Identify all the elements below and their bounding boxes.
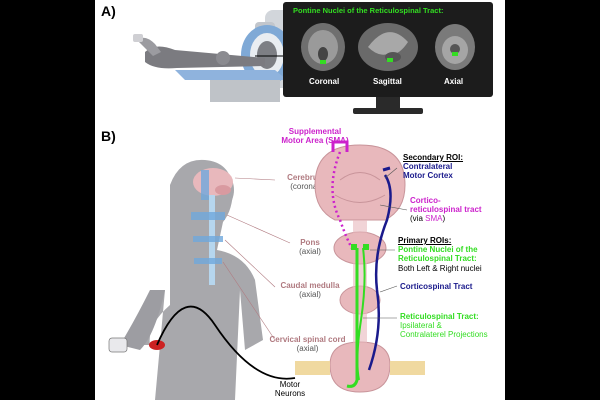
pontine-nucleus-right <box>363 244 369 250</box>
hand-grip-device <box>133 34 143 42</box>
label-cervical-spinal-cord: Cervical spinal cord (axial) <box>265 335 350 353</box>
brain-coronal-slice <box>314 144 406 221</box>
sma-label-line1: Supplemental <box>288 127 342 136</box>
label-pons-plane: (axial) <box>299 247 321 257</box>
slice-plane-pons <box>191 212 225 220</box>
label-pons: Pons (axial) <box>290 238 330 256</box>
secondary-roi-line1: Contralateral <box>403 162 453 172</box>
patient-head <box>216 51 230 65</box>
label-cervical-plane: (axial) <box>296 344 319 354</box>
view-label-sagittal: Sagittal <box>373 77 402 86</box>
reticulospinal-sub2: Contralaterel Projections <box>400 330 488 340</box>
cortico-reticulospinal-path <box>331 151 355 251</box>
scanner-table <box>175 70 287 80</box>
label-motor-neurons-line2: Neurons <box>274 389 306 399</box>
cortico-reticulospinal-line2: reticulospinal tract <box>410 205 482 215</box>
hand-dynamometer <box>108 337 128 353</box>
label-motor-neurons-line1: Motor <box>279 380 301 389</box>
label-cervical-name: Cervical spinal cord <box>269 335 346 344</box>
label-motor-neurons: Motor Neurons <box>270 380 310 398</box>
cortico-reticulospinal-line1: Cortico- <box>410 196 441 205</box>
sma-label-line2: Motor Area (SMA) <box>281 136 349 146</box>
sma-marker <box>331 140 349 152</box>
scanner-table-base <box>210 80 280 102</box>
monitor-frame <box>283 2 493 114</box>
cortico-reticulospinal-label: Cortico- reticulospinal tract (via SMA) <box>410 196 482 224</box>
monitor-neck <box>376 97 400 109</box>
secondary-roi-line2: Motor Cortex <box>403 171 453 181</box>
secondary-roi-label: Secondary ROI: Contralateral Motor Corte… <box>403 153 463 181</box>
label-cerebrum-plane: (coronal) <box>290 182 322 192</box>
label-caudal-medulla-name: Caudal medulla <box>280 281 340 290</box>
monitor-title: Pontine Nuclei of the Reticulospinal Tra… <box>293 6 444 15</box>
panel-b-letter: B) <box>101 128 116 144</box>
monitor-stand <box>353 108 423 114</box>
reticulospinal-path <box>346 248 359 388</box>
electrode-cable <box>156 305 296 380</box>
label-caudal-medulla-plane: (axial) <box>299 290 321 300</box>
cortico-reticulospinal-via: (via SMA) <box>410 214 482 223</box>
view-label-axial: Axial <box>444 77 464 86</box>
via-sma: SMA <box>425 214 443 224</box>
reticulospinal-heading: Reticulospinal Tract: <box>400 312 479 321</box>
patient-body <box>145 46 265 69</box>
primary-roi-note: Both Left & Right nuclei <box>398 263 482 273</box>
label-caudal-medulla: Caudal medulla (axial) <box>275 281 345 299</box>
human-figure <box>108 159 296 400</box>
slice-plane-cervical <box>194 258 222 264</box>
arm <box>120 290 165 350</box>
body-silhouette <box>135 159 263 400</box>
via-suffix: ) <box>442 214 446 224</box>
primary-roi-heading: Primary ROIs: <box>398 236 452 245</box>
reticulospinal-label: Reticulospinal Tract: Ipsilateral & Cont… <box>400 312 488 340</box>
panel-a-letter: A) <box>101 3 116 19</box>
reticulospinal-sub1: Ipsilateral & <box>400 321 442 331</box>
pontine-nucleus-left <box>351 244 357 250</box>
slice-plane-medulla <box>193 236 223 242</box>
label-cerebrum: Cerebrum (coronal) <box>276 173 336 191</box>
label-pons-name: Pons <box>300 238 320 247</box>
corticospinal-path <box>367 174 392 371</box>
via-prefix: (via <box>410 214 426 224</box>
slice-plane-coronal <box>201 170 209 200</box>
patient-arm <box>137 37 161 56</box>
primary-roi-line2: Reticulospinal Tract: <box>398 254 477 264</box>
view-label-coronal: Coronal <box>309 77 340 86</box>
secondary-roi-heading: Secondary ROI: <box>403 153 464 162</box>
primary-roi-label: Primary ROIs: Pontine Nuclei of the Reti… <box>398 236 482 273</box>
label-cerebrum-name: Cerebrum <box>287 173 325 182</box>
figure-panel: A) <box>95 0 505 400</box>
primary-roi-line1: Pontine Nuclei of the <box>398 245 478 255</box>
tract-diagram <box>295 140 425 393</box>
leader-lines <box>222 167 408 341</box>
sma-label: Supplemental Motor Area (SMA) <box>270 127 360 145</box>
corticospinal-label: Corticospinal Tract <box>400 282 473 291</box>
